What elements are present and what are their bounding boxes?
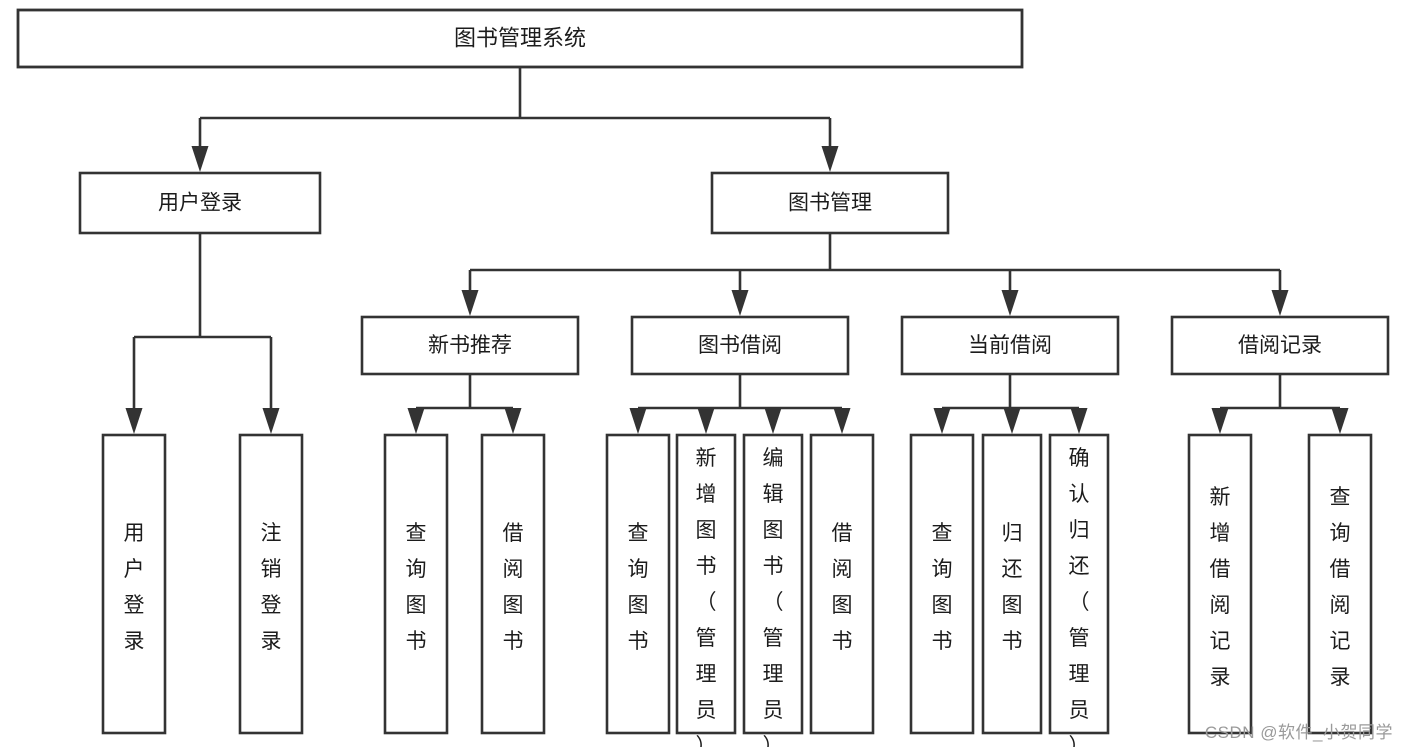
arrow-head-icon [461,290,479,316]
node-label: 注销登录 [261,522,282,653]
node-label: 图书管理系统 [454,25,586,50]
node-box [16,8,1024,69]
node-box [909,433,975,735]
node-label: 查询图书 [932,522,953,653]
node-box [480,433,546,735]
arrow-head-icon [933,408,951,434]
node-box [78,171,322,235]
node-box [710,171,950,235]
arrow-head-icon [697,408,715,434]
node-leaf-query-record[interactable]: 查询借阅记录 [1307,433,1373,735]
arrow-head-icon [821,146,839,172]
node-leaf-query-book-2[interactable]: 查询图书 [605,433,671,735]
arrow-head-icon [1271,290,1289,316]
node-label: 新增图书（管理员） [696,447,717,747]
node-label: 用户登录 [158,192,242,215]
node-label: 新增借阅记录 [1210,486,1231,689]
arrow-head-icon [1003,408,1021,434]
arrow-head-icon [764,408,782,434]
arrow-head-icon [1211,408,1229,434]
node-box [981,433,1043,735]
node-label: 用户登录 [124,522,145,653]
node-box [383,433,449,735]
node-label: 查询图书 [628,522,649,653]
node-label: 新书推荐 [428,334,512,357]
node-box [101,433,167,735]
connector-layer [125,67,1349,434]
node-box [1307,433,1373,735]
arrow-head-icon [833,408,851,434]
arrow-head-icon [262,408,280,434]
node-box [1187,433,1253,735]
csdn-watermark: CSDN @软件_小贺同学 [1204,723,1393,742]
node-leaf-logout[interactable]: 注销登录 [238,433,304,735]
arrow-head-icon [731,290,749,316]
node-label: 查询图书 [406,522,427,653]
node-user-login[interactable]: 用户登录 [78,171,322,235]
node-box [630,315,850,376]
node-box [675,433,737,735]
arrow-head-icon [629,408,647,434]
node-leaf-query-book-3[interactable]: 查询图书 [909,433,975,735]
node-leaf-query-book-1[interactable]: 查询图书 [383,433,449,735]
arrow-head-icon [1001,290,1019,316]
arrow-head-icon [125,408,143,434]
node-box [605,433,671,735]
arrow-head-icon [1070,408,1088,434]
arrow-head-icon [407,408,425,434]
node-box [809,433,875,735]
node-book-manage[interactable]: 图书管理 [710,171,950,235]
node-leaf-confirm-return[interactable]: 确认归还（管理员） [1048,433,1110,747]
node-book-borrow[interactable]: 图书借阅 [630,315,850,376]
node-box [1170,315,1390,376]
node-leaf-borrow-book-2[interactable]: 借阅图书 [809,433,875,735]
node-label: 借阅图书 [503,522,524,653]
node-leaf-return-book[interactable]: 归还图书 [981,433,1043,735]
node-label: 当前借阅 [968,334,1052,357]
node-borrow-record[interactable]: 借阅记录 [1170,315,1390,376]
node-label: 归还图书 [1002,522,1023,653]
node-label: 图书管理 [788,192,872,215]
node-box [238,433,304,735]
node-label: 查询借阅记录 [1330,486,1351,689]
node-box [742,433,804,735]
node-label: 确认归还（管理员） [1069,447,1090,747]
node-leaf-add-record[interactable]: 新增借阅记录 [1187,433,1253,735]
node-box [1048,433,1110,735]
node-root[interactable]: 图书管理系统 [16,8,1024,69]
arrow-head-icon [504,408,522,434]
node-new-book-recommend[interactable]: 新书推荐 [360,315,580,376]
node-label: 借阅记录 [1238,334,1322,357]
node-leaf-borrow-book-1[interactable]: 借阅图书 [480,433,546,735]
node-label: 编辑图书（管理员） [763,447,784,747]
node-label: 借阅图书 [832,522,853,653]
node-leaf-edit-book[interactable]: 编辑图书（管理员） [742,433,804,747]
node-leaf-add-book[interactable]: 新增图书（管理员） [675,433,737,747]
node-layer: 图书管理系统用户登录图书管理新书推荐图书借阅当前借阅借阅记录用户登录注销登录查询… [16,8,1390,747]
node-current-borrow[interactable]: 当前借阅 [900,315,1120,376]
node-label: 图书借阅 [698,334,782,357]
node-box [360,315,580,376]
arrow-head-icon [191,146,209,172]
arrow-head-icon [1331,408,1349,434]
node-leaf-user-login[interactable]: 用户登录 [101,433,167,735]
node-box [900,315,1120,376]
